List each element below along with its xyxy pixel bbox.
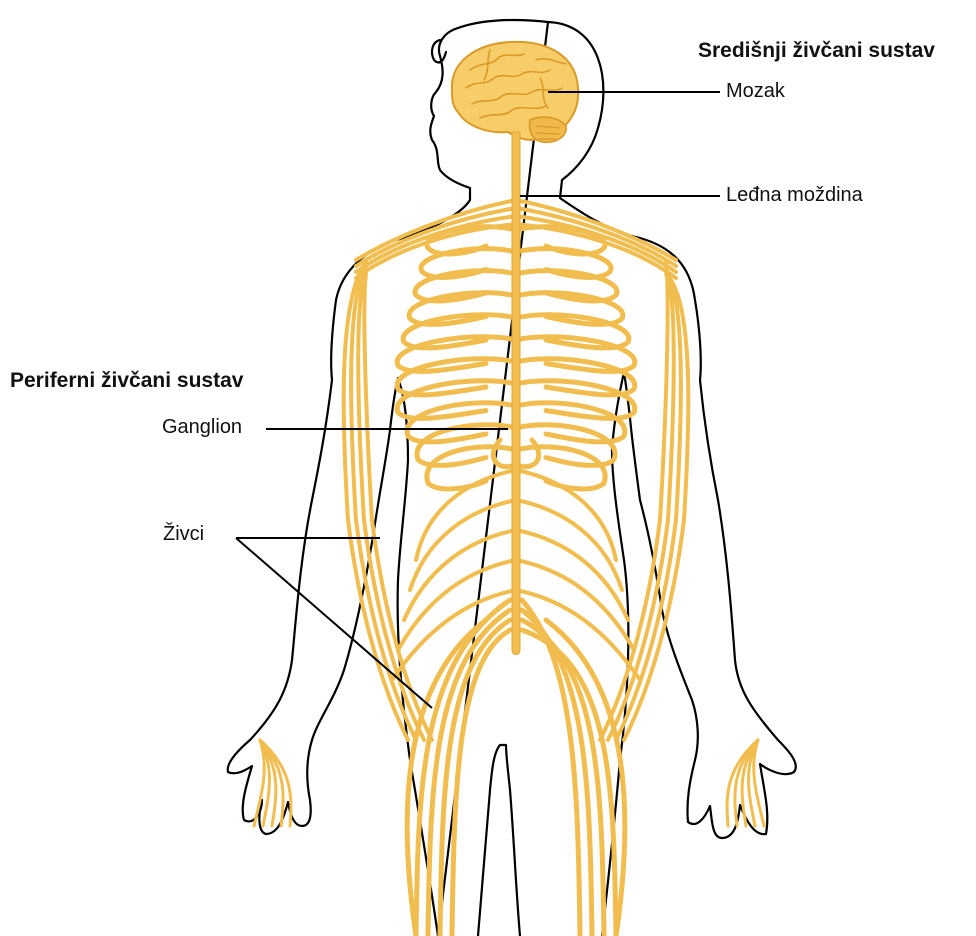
arm-nerve-right — [616, 270, 681, 740]
central-nervous-system-heading: Središnji živčani sustav — [698, 39, 935, 63]
spinal-cord-label: Leđna moždina — [726, 184, 863, 207]
arm-nerve-left — [351, 266, 416, 740]
lumbar-nerve-right — [516, 500, 622, 590]
rib-nerve-right — [516, 337, 635, 372]
leader-lines — [236, 92, 720, 708]
rib-nerve-left — [397, 381, 516, 419]
rib-nerve-right — [516, 403, 625, 442]
rib-nerve-left — [397, 337, 516, 372]
arm-nerve-left — [358, 270, 424, 740]
leg-nerve-right — [522, 600, 580, 936]
peripheral-nervous-system-heading: Periferni živčani sustav — [10, 369, 243, 393]
ganglion-label: Ganglion — [162, 416, 242, 439]
brain-label: Mozak — [726, 80, 785, 103]
nerve-network — [254, 200, 764, 936]
spinal-cord — [512, 132, 520, 655]
nerves-label: Živci — [163, 523, 204, 546]
nerves-leader-line-leg — [236, 538, 432, 708]
lumbar-nerve-left — [410, 500, 516, 590]
